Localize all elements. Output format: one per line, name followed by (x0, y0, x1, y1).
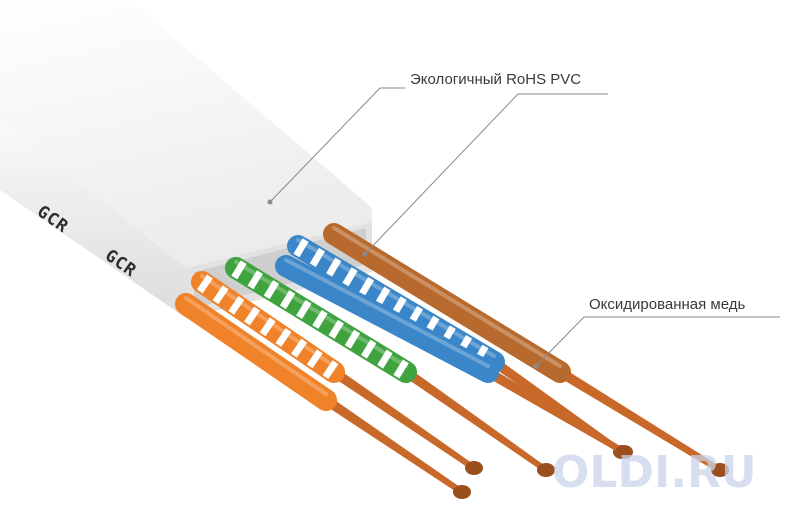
copper-strand (486, 374, 628, 457)
copper-strand (324, 402, 466, 497)
copper-tip (537, 463, 555, 477)
insulation-leader-dot (362, 251, 368, 257)
insulation-leader-line (364, 93, 608, 255)
insulation-leader-line (269, 87, 405, 203)
wire-blue (275, 255, 633, 459)
wire-highlight (284, 258, 490, 368)
wire-orange (175, 293, 471, 499)
insulation-label: Экологичный RoHS PVC (410, 71, 581, 88)
wire-green-white (225, 257, 555, 477)
watermark: OLDI.RU (552, 447, 757, 498)
wire-highlight (184, 296, 328, 396)
wire-highlight (234, 260, 408, 368)
copper-strand (332, 374, 478, 473)
wire-insulation (287, 235, 505, 373)
copper-tip (465, 461, 483, 475)
wires (175, 223, 729, 499)
insulation-leader-dot (267, 199, 273, 205)
wire-highlight (200, 274, 336, 368)
jacket-top-surface (0, 0, 372, 268)
wire-insulation (323, 223, 571, 383)
copper-strand (558, 374, 724, 475)
wire-stripe (231, 260, 411, 380)
jacket-side-surface (0, 118, 186, 318)
copper-tip (711, 463, 729, 477)
copper-tip (615, 445, 633, 459)
conductor-leader-line (535, 316, 780, 367)
wire-insulation (175, 293, 337, 411)
conductor-leader-dot (533, 363, 539, 369)
wire-highlight (296, 238, 496, 358)
wire-highlight (332, 226, 562, 368)
copper-tip (453, 485, 471, 499)
annotation-leaders (267, 87, 780, 369)
conductor-label: Оксидированная медь (589, 296, 746, 313)
wire-insulation (275, 255, 499, 383)
wire-orange-white (191, 271, 483, 475)
copper-strand (404, 374, 550, 475)
wire-brown (323, 223, 729, 477)
wire-stripe (196, 274, 340, 380)
